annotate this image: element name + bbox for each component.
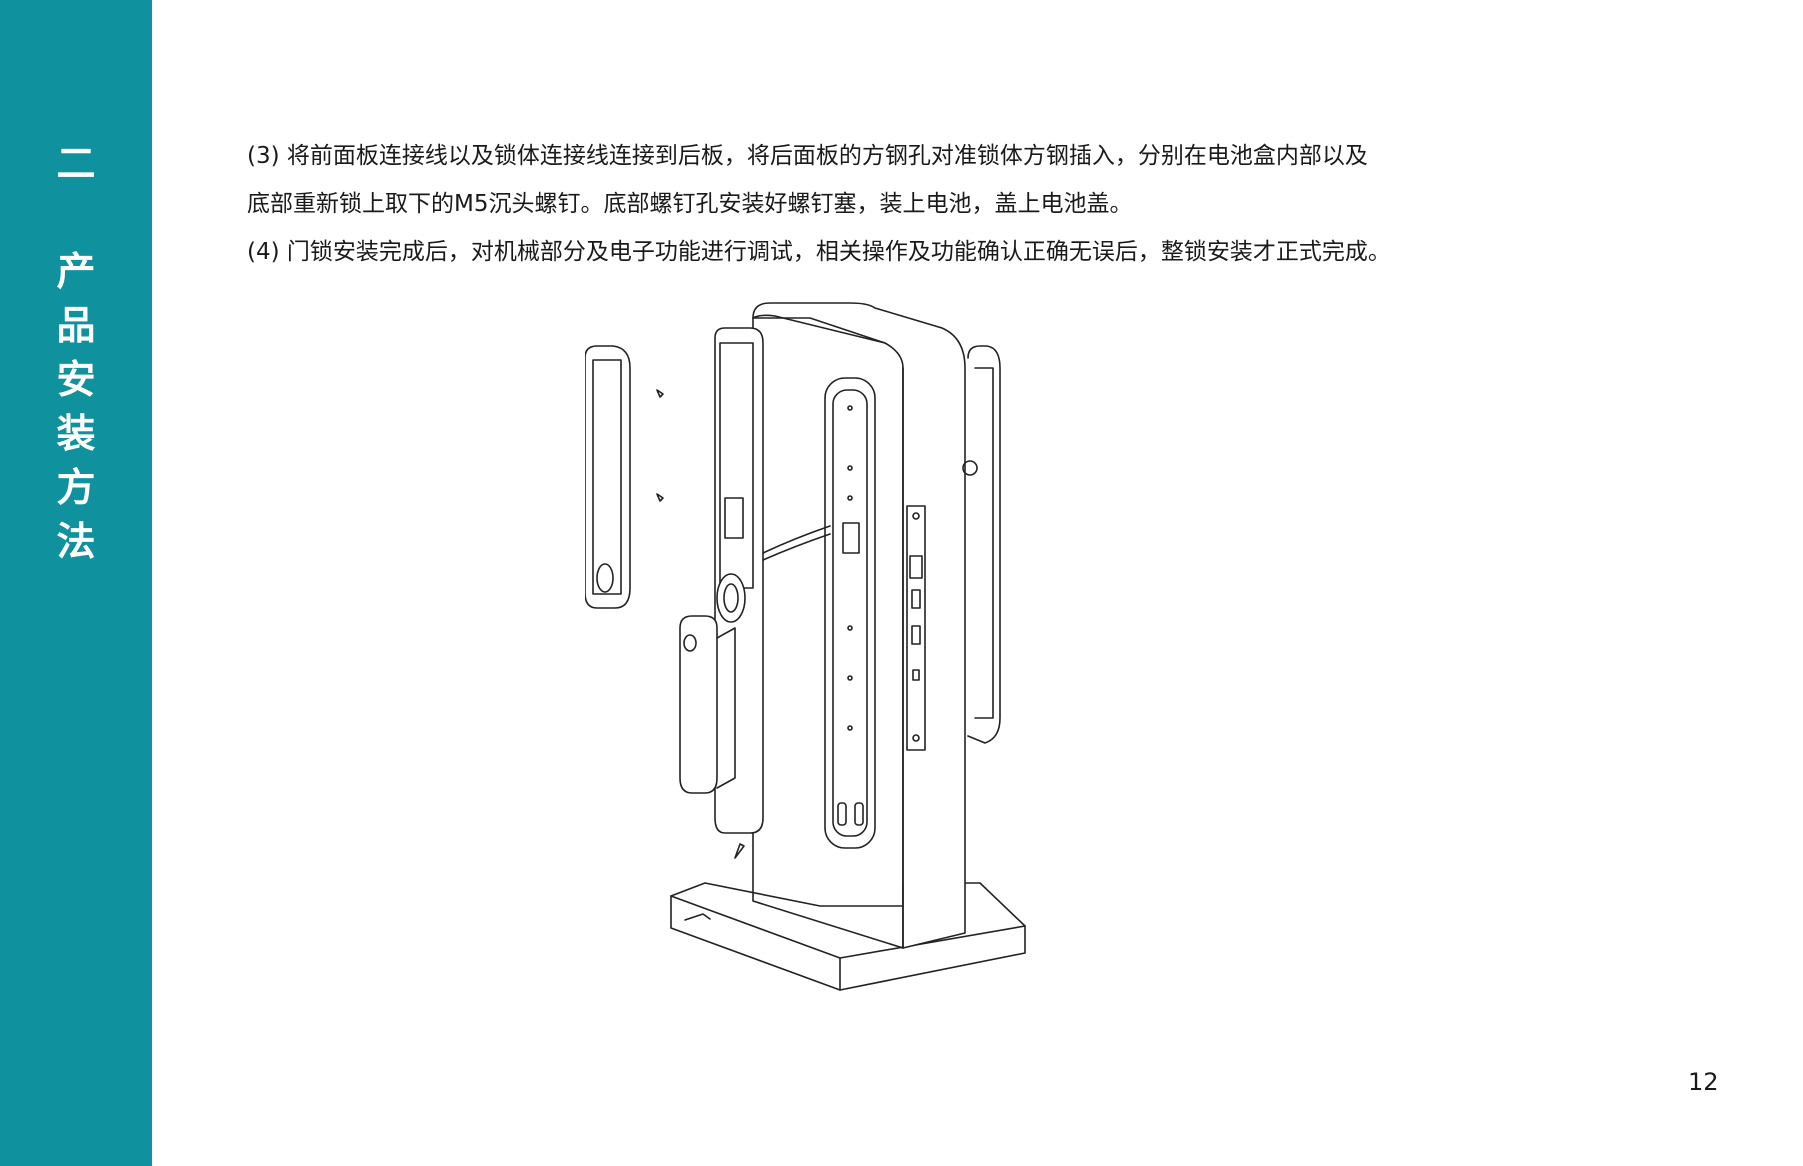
back-plate bbox=[824, 377, 876, 849]
chapter-number: 二 bbox=[56, 142, 96, 187]
chapter-title-char: 产 bbox=[56, 250, 96, 295]
chapter-title-char: 装 bbox=[56, 412, 96, 457]
chapter-title-char: 法 bbox=[56, 520, 96, 565]
chapter-title-char: 方 bbox=[56, 466, 96, 511]
stand-base bbox=[670, 882, 1026, 991]
rear-handle bbox=[962, 345, 1001, 744]
door-lock-installation-illustration bbox=[584, 298, 1040, 998]
screws bbox=[656, 389, 745, 859]
step-4: (4) 门锁安装完成后，对机械部分及电子功能进行调试，相关操作及功能确认正确无误… bbox=[247, 239, 1391, 265]
page-number: 12 bbox=[1688, 1068, 1719, 1096]
chapter-title-char: 品 bbox=[56, 304, 96, 349]
chapter-title: 二 产 品 安 装 方 法 bbox=[0, 138, 152, 570]
chapter-title-char: 安 bbox=[56, 358, 96, 403]
instruction-text: (3) 将前面板连接线以及锁体连接线连接到后板，将后面板的方钢孔对准锁体方钢插入… bbox=[247, 132, 1547, 276]
front-handle bbox=[679, 615, 736, 794]
mortise-lock-body bbox=[906, 505, 926, 751]
chapter-sidebar: 二 产 品 安 装 方 法 bbox=[0, 0, 152, 1166]
step-3-line-1: (3) 将前面板连接线以及锁体连接线连接到后板，将后面板的方钢孔对准锁体方钢插入… bbox=[247, 143, 1368, 169]
front-panel bbox=[714, 327, 831, 834]
step-3-line-2: 底部重新锁上取下的M5沉头螺钉。底部螺钉孔安装好螺钉塞，装上电池，盖上电池盖。 bbox=[247, 191, 1133, 217]
front-cover bbox=[584, 345, 631, 609]
